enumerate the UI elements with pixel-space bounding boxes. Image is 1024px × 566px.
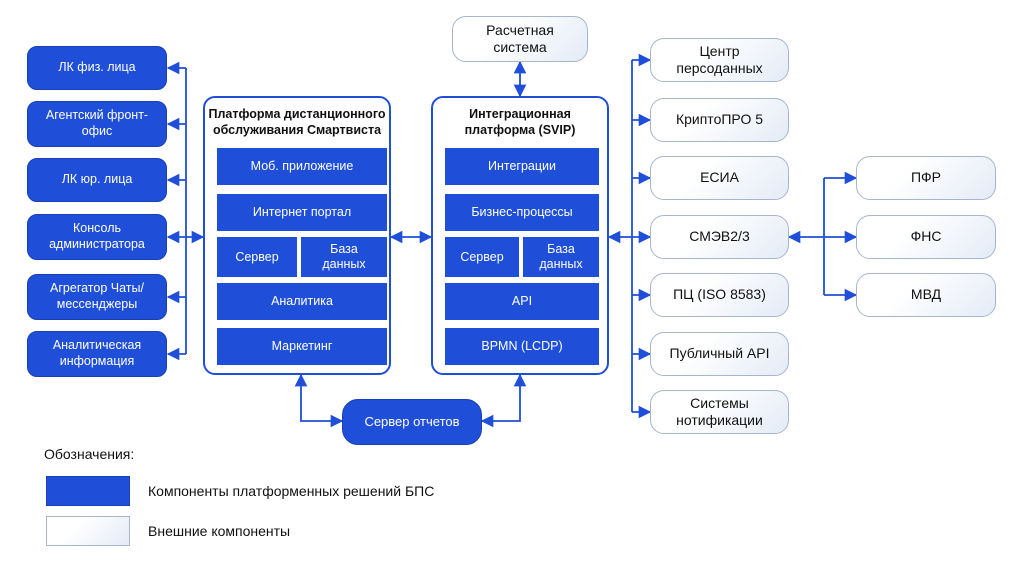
module-database: База данных [301,237,387,277]
legend-label-external: Внешние компоненты [148,523,291,539]
module-integrations: Интеграции [445,148,599,185]
legend-title: Обозначения: [44,446,135,462]
client-aggregator: Агрегатор Чаты/ мессенджеры [27,274,167,320]
legend-swatch-external [46,516,130,546]
external-public-api: Публичный API [650,332,789,376]
client-label: Агрегатор Чаты/ мессенджеры [50,281,144,311]
arrow-platform-report-server [294,373,344,428]
module-api: API [445,283,599,320]
external-persdata-center: Центр персоданных [650,38,789,82]
external-pc-iso8583: ПЦ (ISO 8583) [650,273,789,317]
client-lk-legal: ЛК юр. лица [27,158,167,202]
report-server: Сервер отчетов [342,399,482,445]
legend-swatch-platform [46,476,130,506]
external-esia: ЕСИА [650,156,789,200]
module-server: Сервер [217,237,297,277]
external-notification-systems: Системы нотификации [650,390,789,434]
module-bpmn-lcdp: BPMN (LCDP) [445,328,599,365]
legend-label-platform: Компоненты платформенных решений БПС [148,483,435,499]
module-internet-portal: Интернет портал [217,194,387,231]
client-lk-phys: ЛК физ. лица [27,46,167,90]
platform-remote-service: Платформа дистанционного обслуживания См… [203,96,391,375]
client-agent-office: Агентский фронт- офис [27,101,167,147]
gov-mvd: МВД [856,273,996,317]
client-label: Агентский фронт- офис [45,108,149,138]
module-analytics: Аналитика [217,283,387,320]
platform-integration-title: Интеграционная платформа (SVIP) [464,107,576,138]
gov-pfr: ПФР [856,156,996,200]
client-label: ЛК физ. лица [58,60,136,75]
billing-system: Расчетная система [452,16,588,62]
client-admin-console: Консоль администратора [27,214,167,260]
module-database: База данных [523,237,599,277]
client-analytics-info: Аналитическая информация [27,331,167,377]
module-marketing: Маркетинг [217,328,387,365]
client-label: Аналитическая информация [52,338,142,368]
arrow-integration-report-server [480,373,527,428]
external-smev: СМЭВ2/3 [650,215,789,259]
platform-integration-svip: Интеграционная платформа (SVIP) Интеграц… [431,96,609,375]
client-label: ЛК юр. лица [61,172,133,187]
gov-fns: ФНС [856,215,996,259]
module-mobile-app: Моб. приложение [217,148,387,185]
client-label: Консоль администратора [49,221,145,251]
module-server: Сервер [445,237,519,277]
platform-remote-title: Платформа дистанционного обслуживания См… [208,107,386,138]
module-business-processes: Бизнес-процессы [445,194,599,231]
external-cryptopro: КриптоПРО 5 [650,98,789,142]
